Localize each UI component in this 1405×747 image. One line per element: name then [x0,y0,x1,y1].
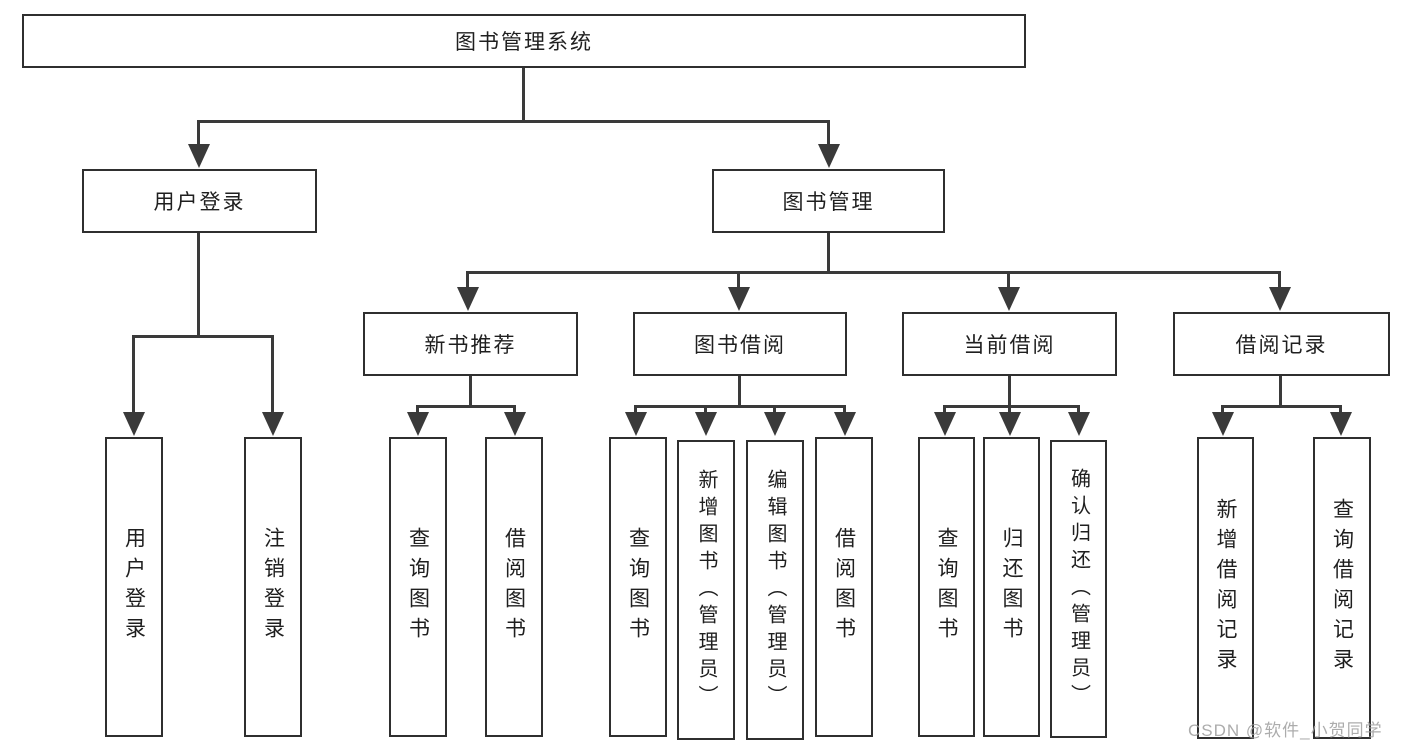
connector-line [132,335,274,338]
connector-line [522,68,525,122]
node-book-borrowing: 图书借阅 [633,312,847,376]
connector-line [1221,405,1224,417]
connector-line [466,271,469,291]
connector-line [416,405,516,408]
arrowhead-down [728,287,750,311]
leaf-current-query-books: 查询图书 [918,437,975,737]
arrowhead-down [818,144,840,168]
arrowhead-down [457,287,479,311]
arrowhead-down [407,412,429,436]
arrowhead-down [504,412,526,436]
arrowhead-down [625,412,647,436]
arrowhead-down [1068,412,1090,436]
leaf-borrow-query-books: 查询图书 [609,437,667,737]
arrowhead-down [834,412,856,436]
connector-line [132,335,135,415]
connector-line [416,405,419,417]
connector-line [634,405,846,408]
arrowhead-down [262,412,284,436]
connector-line [1278,271,1281,291]
arrowhead-down [764,412,786,436]
connector-line [773,405,776,417]
arrowhead-down [1269,287,1291,311]
leaf-record-query-borrow-record: 查询借阅记录 [1313,437,1371,739]
leaf-logout: 注销登录 [244,437,302,737]
connector-line [271,335,274,415]
connector-line [1077,405,1080,417]
connector-line [1008,376,1011,408]
arrowhead-down [695,412,717,436]
node-new-book-recommend: 新书推荐 [363,312,578,376]
connector-line [827,233,830,274]
connector-line [1339,405,1342,417]
node-borrowing-records: 借阅记录 [1173,312,1390,376]
arrowhead-down [188,144,210,168]
leaf-newbook-borrow-books: 借阅图书 [485,437,543,737]
connector-line [1279,376,1282,408]
connector-line [943,405,946,417]
connector-line [1008,405,1011,417]
arrowhead-down [1330,412,1352,436]
connector-line [943,405,1080,408]
leaf-borrow-borrow-books: 借阅图书 [815,437,873,737]
connector-line [469,376,472,408]
connector-line [1007,271,1010,291]
arrowhead-down [998,287,1020,311]
connector-line [704,405,707,417]
leaf-user-login: 用户登录 [105,437,163,737]
leaf-current-return-books: 归还图书 [983,437,1040,737]
connector-line [1221,405,1342,408]
leaf-newbook-query-books: 查询图书 [389,437,447,737]
connector-line [466,271,1281,274]
leaf-current-confirm-return-admin: 确认归还（管理员） [1050,440,1107,738]
arrowhead-down [123,412,145,436]
connector-line [738,376,741,408]
node-root: 图书管理系统 [22,14,1026,68]
leaf-borrow-add-books-admin: 新增图书（管理员） [677,440,735,740]
node-book-management: 图书管理 [712,169,945,233]
arrowhead-down [934,412,956,436]
connector-line [827,120,830,148]
connector-line [513,405,516,417]
connector-line [737,271,740,291]
connector-line [634,405,637,417]
connector-line [197,233,200,338]
connector-line [197,120,200,148]
node-user-login: 用户登录 [82,169,317,233]
node-current-borrowing: 当前借阅 [902,312,1117,376]
watermark-text: CSDN @软件_小贺同学 [1188,721,1383,740]
connector-line [197,120,830,123]
arrowhead-down [999,412,1021,436]
leaf-borrow-edit-books-admin: 编辑图书（管理员） [746,440,804,740]
leaf-record-add-borrow-record: 新增借阅记录 [1197,437,1254,739]
connector-line [843,405,846,417]
arrowhead-down [1212,412,1234,436]
